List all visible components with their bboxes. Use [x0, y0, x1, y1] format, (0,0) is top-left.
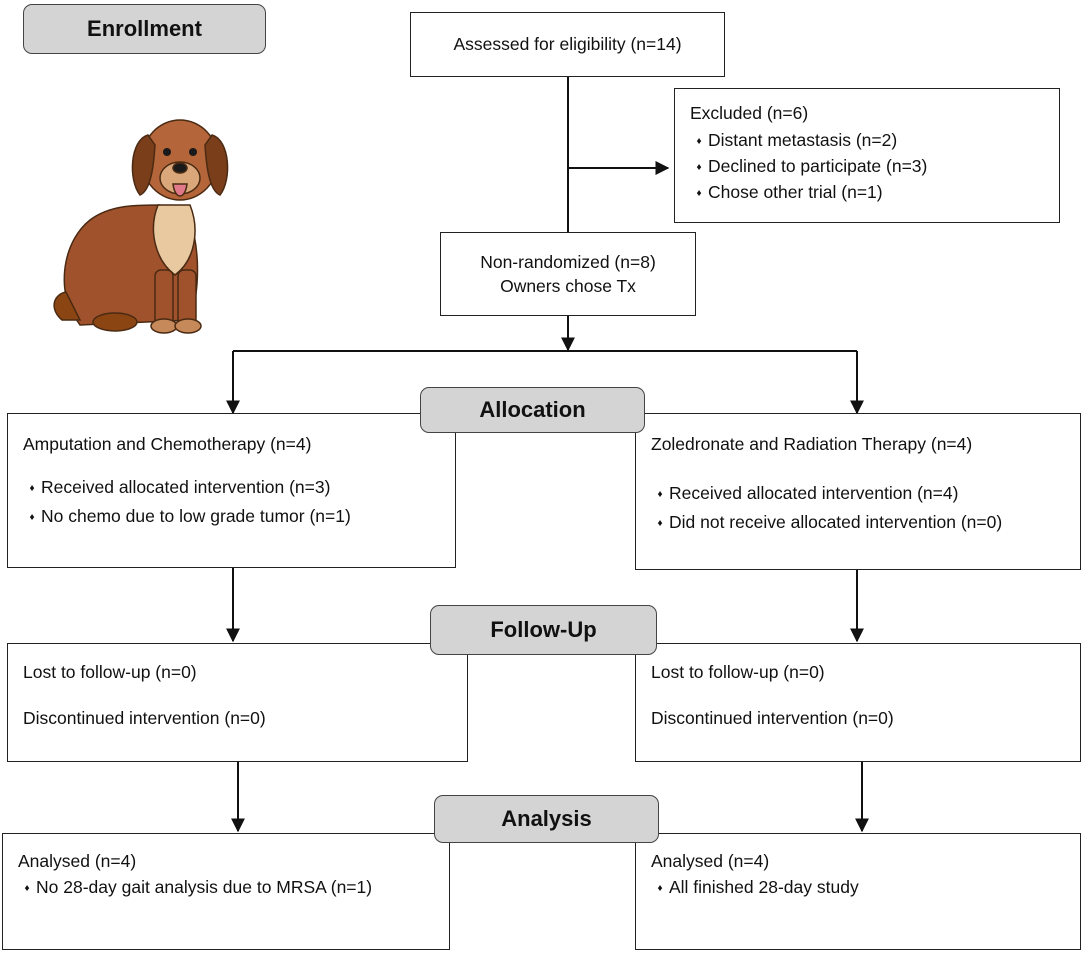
right-analysed: Analysed (n=4)	[651, 851, 770, 871]
right-discontinued: Discontinued intervention (n=0)	[651, 708, 894, 728]
stage-analysis-label: Analysis	[501, 806, 592, 831]
bullet-icon: ♦	[657, 518, 663, 529]
dog-illustration	[53, 119, 229, 334]
left-lost-followup: Lost to follow-up (n=0)	[23, 662, 197, 682]
stage-allocation-label: Allocation	[479, 397, 586, 422]
assessed-box: Assessed for eligibility (n=14)	[410, 12, 725, 77]
left-analysed: Analysed (n=4)	[18, 851, 137, 871]
right-analysis-item: ♦ All finished 28-day study	[651, 877, 1080, 898]
right-arm-title: Zoledronate and Radiation Therapy (n=4)	[651, 434, 973, 454]
stage-follow-up: Follow-Up	[430, 605, 657, 655]
stage-enrollment: Enrollment	[23, 4, 266, 54]
excluded-item: ♦ Declined to participate (n=3)	[690, 156, 1059, 177]
excluded-title: Excluded (n=6)	[690, 103, 809, 123]
excluded-box: Excluded (n=6) ♦ Distant metastasis (n=2…	[674, 88, 1060, 223]
stage-analysis: Analysis	[434, 795, 659, 843]
stage-allocation: Allocation	[420, 387, 645, 433]
bullet-icon: ♦	[29, 483, 35, 494]
right-arm-item: ♦ Received allocated intervention (n=4)	[651, 483, 1080, 504]
excluded-item: ♦ Distant metastasis (n=2)	[690, 130, 1059, 151]
left-analysis-box: Analysed (n=4) ♦ No 28-day gait analysis…	[2, 833, 450, 950]
left-discontinued: Discontinued intervention (n=0)	[23, 708, 266, 728]
bullet-icon: ♦	[29, 512, 35, 523]
left-followup-box: Lost to follow-up (n=0) Discontinued int…	[7, 643, 468, 762]
nonrandomized-note: Owners chose Tx	[500, 275, 636, 296]
right-lost-followup: Lost to follow-up (n=0)	[651, 662, 825, 682]
bullet-icon: ♦	[24, 883, 30, 894]
left-arm-item: ♦ Received allocated intervention (n=3)	[23, 477, 455, 498]
right-analysis-box: Analysed (n=4) ♦ All finished 28-day stu…	[635, 833, 1081, 950]
bullet-icon: ♦	[696, 162, 702, 173]
assessed-text: Assessed for eligibility (n=14)	[453, 34, 682, 54]
excluded-item: ♦ Chose other trial (n=1)	[690, 182, 1059, 203]
left-analysis-item: ♦ No 28-day gait analysis due to MRSA (n…	[18, 877, 449, 898]
bullet-icon: ♦	[657, 883, 663, 894]
left-arm-title: Amputation and Chemotherapy (n=4)	[23, 434, 312, 454]
stage-follow-up-label: Follow-Up	[490, 617, 597, 642]
right-arm-item: ♦ Did not receive allocated intervention…	[651, 512, 1080, 533]
left-arm-item: ♦ No chemo due to low grade tumor (n=1)	[23, 506, 455, 527]
left-allocation-box: Amputation and Chemotherapy (n=4) ♦ Rece…	[7, 413, 456, 568]
stage-enrollment-label: Enrollment	[87, 16, 202, 41]
bullet-icon: ♦	[696, 188, 702, 199]
nonrandomized-count: Non-randomized (n=8)	[480, 251, 656, 272]
right-allocation-box: Zoledronate and Radiation Therapy (n=4) …	[635, 413, 1081, 570]
right-followup-box: Lost to follow-up (n=0) Discontinued int…	[635, 643, 1081, 762]
bullet-icon: ♦	[657, 489, 663, 500]
nonrandomized-box: Non-randomized (n=8) Owners chose Tx	[440, 232, 696, 316]
bullet-icon: ♦	[696, 136, 702, 147]
